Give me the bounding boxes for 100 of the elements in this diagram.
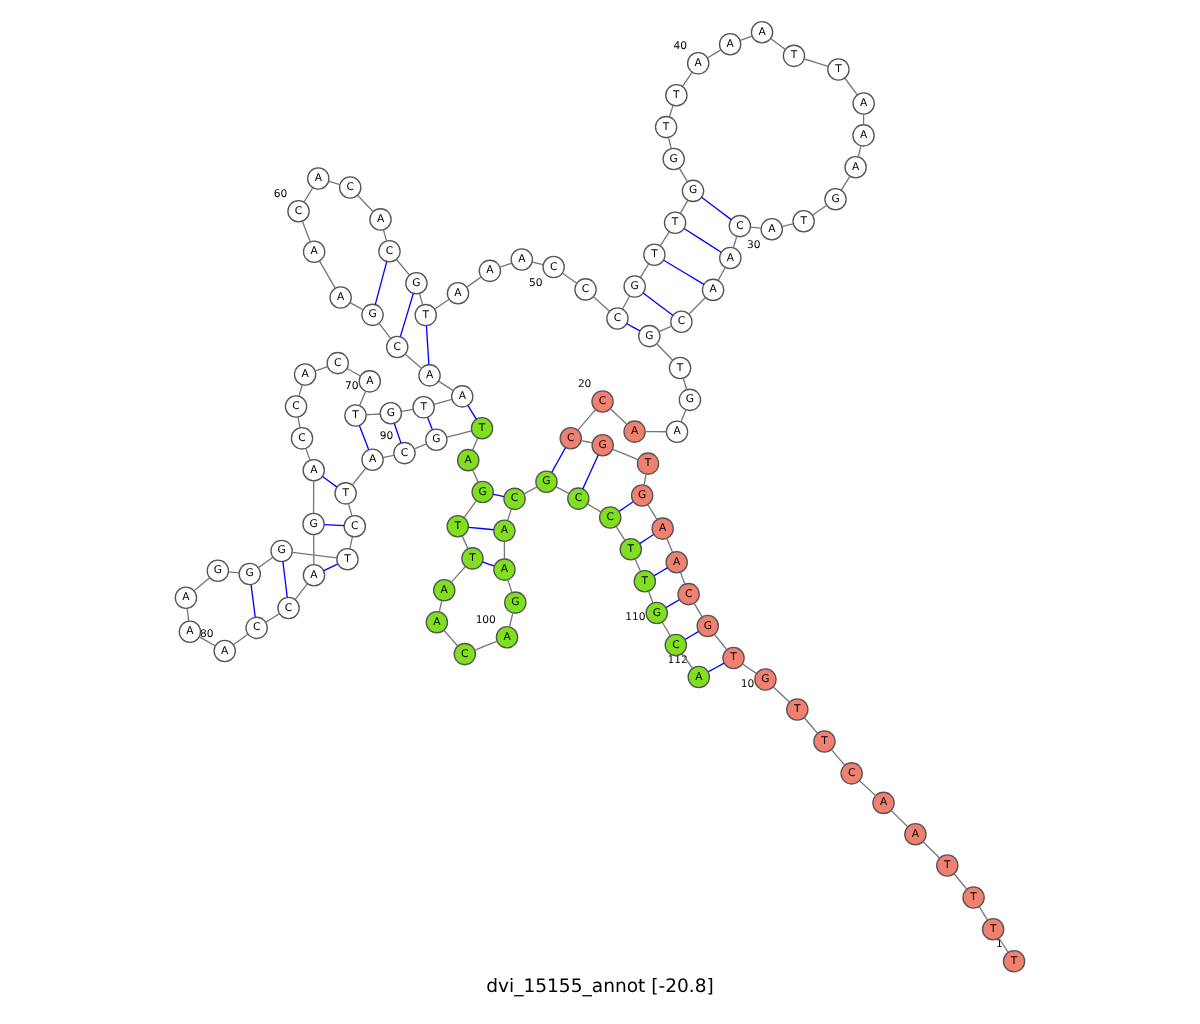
connector: [323, 523, 345, 527]
connector: [318, 260, 336, 289]
connector: [301, 220, 311, 243]
connector: [707, 662, 725, 673]
connector: [643, 473, 647, 486]
connector: [647, 590, 654, 604]
connector: [471, 437, 479, 451]
connector: [858, 780, 877, 797]
connector: [647, 504, 658, 521]
connector: [551, 447, 567, 473]
connector: [615, 525, 626, 541]
connector: [282, 560, 288, 598]
connector: [770, 38, 786, 51]
connector: [466, 276, 482, 288]
connector: [644, 431, 667, 433]
connector: [653, 567, 668, 577]
connector: [297, 416, 301, 429]
connector: [634, 558, 642, 572]
connector: [463, 500, 478, 518]
connector: [434, 298, 450, 310]
connector: [349, 536, 354, 550]
connector: [346, 367, 361, 377]
connector: [998, 937, 1009, 953]
connector: [523, 486, 538, 495]
connector: [666, 537, 674, 553]
connector: [294, 583, 308, 601]
connector: [382, 229, 388, 242]
connector: [413, 443, 428, 450]
connector: [803, 717, 818, 734]
connector: [732, 236, 738, 249]
connector: [750, 226, 762, 229]
connector: [714, 634, 728, 651]
connector: [499, 262, 513, 268]
connector: [323, 563, 339, 572]
connector: [618, 501, 634, 512]
connector: [328, 180, 341, 186]
connector: [395, 258, 410, 276]
connector: [742, 663, 758, 675]
connector: [438, 380, 454, 392]
connector: [621, 295, 631, 310]
connector: [592, 296, 611, 312]
connector: [642, 292, 674, 316]
connector: [312, 480, 315, 514]
connector: [561, 272, 578, 284]
connector: [684, 630, 699, 641]
connector: [507, 508, 512, 521]
connector: [321, 475, 338, 488]
connector: [451, 565, 466, 583]
connector: [461, 535, 469, 550]
connector: [803, 58, 829, 67]
connector: [626, 323, 641, 332]
connector: [359, 390, 367, 407]
connector: [582, 454, 599, 490]
connector: [433, 398, 453, 406]
connector: [471, 469, 479, 484]
connector: [312, 534, 315, 566]
connector: [717, 266, 726, 282]
connector: [291, 551, 338, 559]
connector: [358, 425, 370, 451]
connector: [507, 579, 513, 593]
connector: [688, 296, 707, 315]
connector: [426, 416, 433, 431]
connector: [978, 906, 989, 921]
connector: [257, 556, 274, 569]
connector: [265, 613, 281, 623]
connector: [658, 325, 673, 333]
connector: [401, 408, 414, 412]
connector: [374, 261, 388, 306]
connector: [580, 439, 593, 444]
connector: [953, 873, 968, 890]
connector: [656, 343, 674, 361]
connector: [443, 629, 459, 647]
connector: [418, 293, 424, 306]
connector: [233, 633, 249, 646]
connector: [186, 607, 190, 622]
connector: [508, 612, 514, 628]
connector: [922, 841, 941, 859]
connector: [612, 448, 639, 461]
connector: [438, 600, 443, 613]
connector: [659, 231, 670, 247]
connector: [347, 503, 353, 517]
connector: [668, 105, 674, 118]
connector: [680, 409, 687, 423]
connector: [365, 413, 381, 416]
connector: [812, 204, 828, 216]
connector: [639, 533, 655, 545]
connector: [693, 602, 703, 618]
connector: [404, 353, 423, 369]
connector: [587, 503, 602, 513]
connector: [399, 293, 414, 338]
connector: [492, 493, 505, 498]
connector: [772, 686, 790, 703]
connector: [446, 430, 473, 438]
connector: [199, 636, 216, 647]
connector: [303, 187, 314, 203]
connector: [305, 447, 311, 461]
connector: [681, 653, 694, 669]
connector: [351, 467, 367, 486]
connector: [393, 423, 402, 444]
connector: [349, 301, 364, 311]
